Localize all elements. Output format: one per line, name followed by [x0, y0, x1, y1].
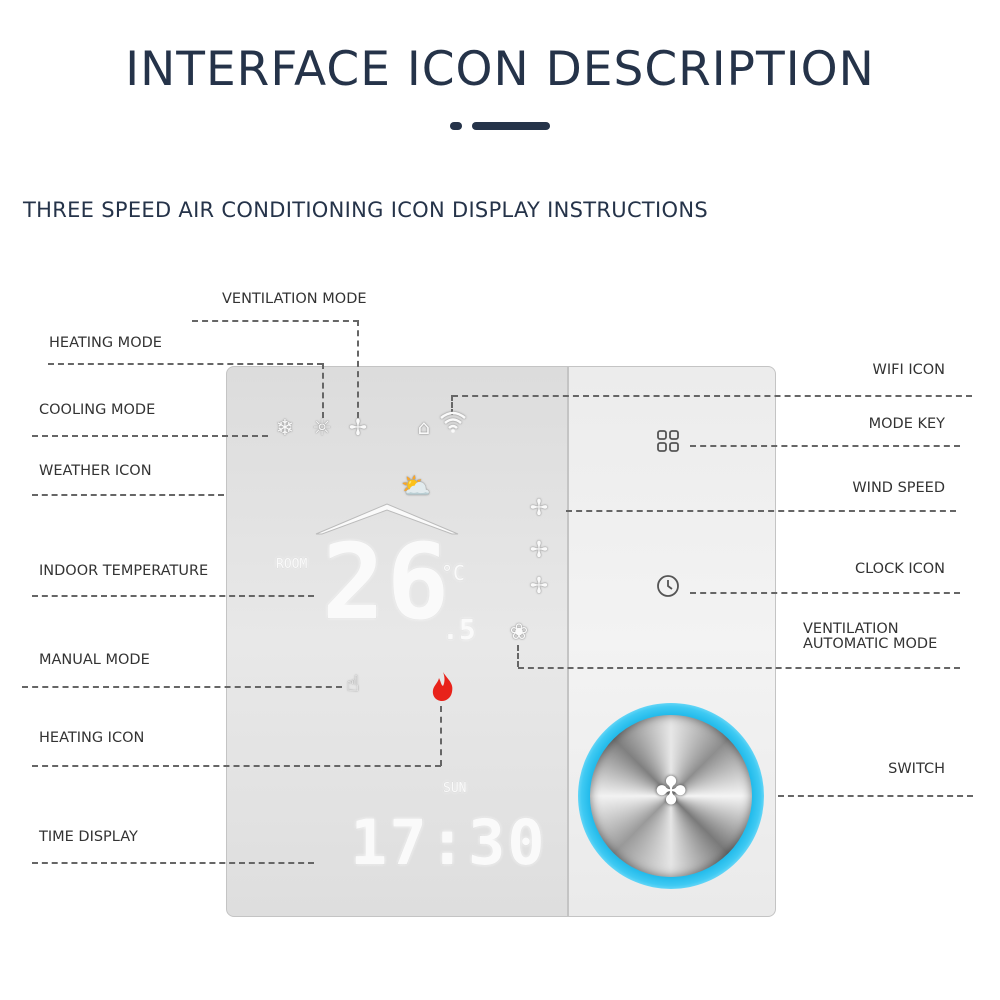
temperature-decimal: .5: [442, 613, 476, 646]
leader-manual-mode: [22, 686, 342, 688]
fan-speed-high-icon: ✢: [529, 496, 549, 521]
lock-icon: ⌂: [417, 415, 431, 439]
label-wind-speed: WIND SPEED: [852, 480, 945, 496]
leader-cooling-mode: [32, 435, 268, 437]
label-cooling-mode: COOLING MODE: [39, 402, 156, 418]
display-panel: [226, 366, 568, 917]
label-ventilation-automatic-mode-line2: AUTOMATIC MODE: [803, 636, 938, 652]
fan-speed-medium-icon: ✢: [529, 538, 549, 563]
room-label: ROOM: [276, 557, 308, 572]
knob-fan-icon: ✤: [655, 769, 687, 813]
leader-ventilation-mode-h: [192, 320, 359, 322]
label-indoor-temperature: INDOOR TEMPERATURE: [39, 563, 209, 579]
leader-heating-mode-v: [322, 363, 324, 418]
leader-ventilation-auto-h: [518, 667, 960, 669]
leader-heating-icon-v: [440, 706, 442, 766]
leader-weather-icon: [32, 494, 224, 496]
leader-ventilation-mode-v: [357, 320, 359, 418]
label-clock-icon: CLOCK ICON: [854, 561, 945, 577]
label-ventilation-automatic-mode-line1: VENTILATION: [803, 621, 899, 637]
leader-heating-icon-h: [32, 765, 441, 767]
temperature-unit: °C: [441, 561, 466, 585]
page-subtitle: THREE SPEED AIR CONDITIONING ICON DISPLA…: [23, 198, 709, 222]
clock-icon[interactable]: [655, 573, 681, 599]
temperature-integer: 26: [322, 521, 452, 643]
day-label: SUN: [443, 781, 467, 796]
label-switch: SWITCH: [888, 761, 945, 777]
label-heating-icon: HEATING ICON: [39, 730, 145, 746]
house-roof-icon: [315, 503, 459, 535]
time-display: 17:30: [350, 806, 547, 879]
leader-wifi-icon-v: [451, 395, 453, 415]
leader-clock-icon: [690, 592, 960, 594]
switch-knob[interactable]: [590, 715, 752, 877]
fan-auto-icon: ❀: [509, 620, 529, 645]
leader-indoor-temperature: [32, 595, 314, 597]
page-title: INTERFACE ICON DESCRIPTION: [125, 42, 875, 97]
wifi-icon: [440, 411, 466, 433]
label-wifi-icon: WIFI ICON: [872, 362, 946, 378]
label-heating-mode: HEATING MODE: [49, 335, 162, 351]
leader-mode-key: [690, 445, 960, 447]
grid-icon[interactable]: [656, 429, 680, 453]
title-divider-bar: [472, 122, 550, 130]
title-divider-dot: [450, 122, 462, 130]
fan-icon: ✢: [348, 416, 368, 441]
snowflake-icon: ❄: [275, 416, 295, 441]
label-weather-icon: WEATHER ICON: [39, 463, 152, 479]
label-time-display: TIME DISPLAY: [39, 829, 138, 845]
hand-icon: ☝: [346, 672, 360, 697]
leader-ventilation-auto-v: [517, 645, 519, 667]
leader-heating-mode-h: [48, 363, 323, 365]
sun-icon: ☼: [312, 416, 332, 441]
fan-speed-low-icon: ✢: [529, 574, 549, 599]
label-ventilation-mode: VENTILATION MODE: [222, 291, 367, 307]
label-manual-mode: MANUAL MODE: [39, 652, 150, 668]
leader-switch: [778, 795, 973, 797]
leader-wind-speed: [566, 510, 956, 512]
leader-wifi-icon-h: [452, 395, 972, 397]
cloud-sun-icon: ⛅: [401, 472, 431, 500]
flame-icon: [432, 672, 453, 701]
leader-time-display: [32, 862, 314, 864]
label-mode-key: MODE KEY: [868, 416, 945, 432]
